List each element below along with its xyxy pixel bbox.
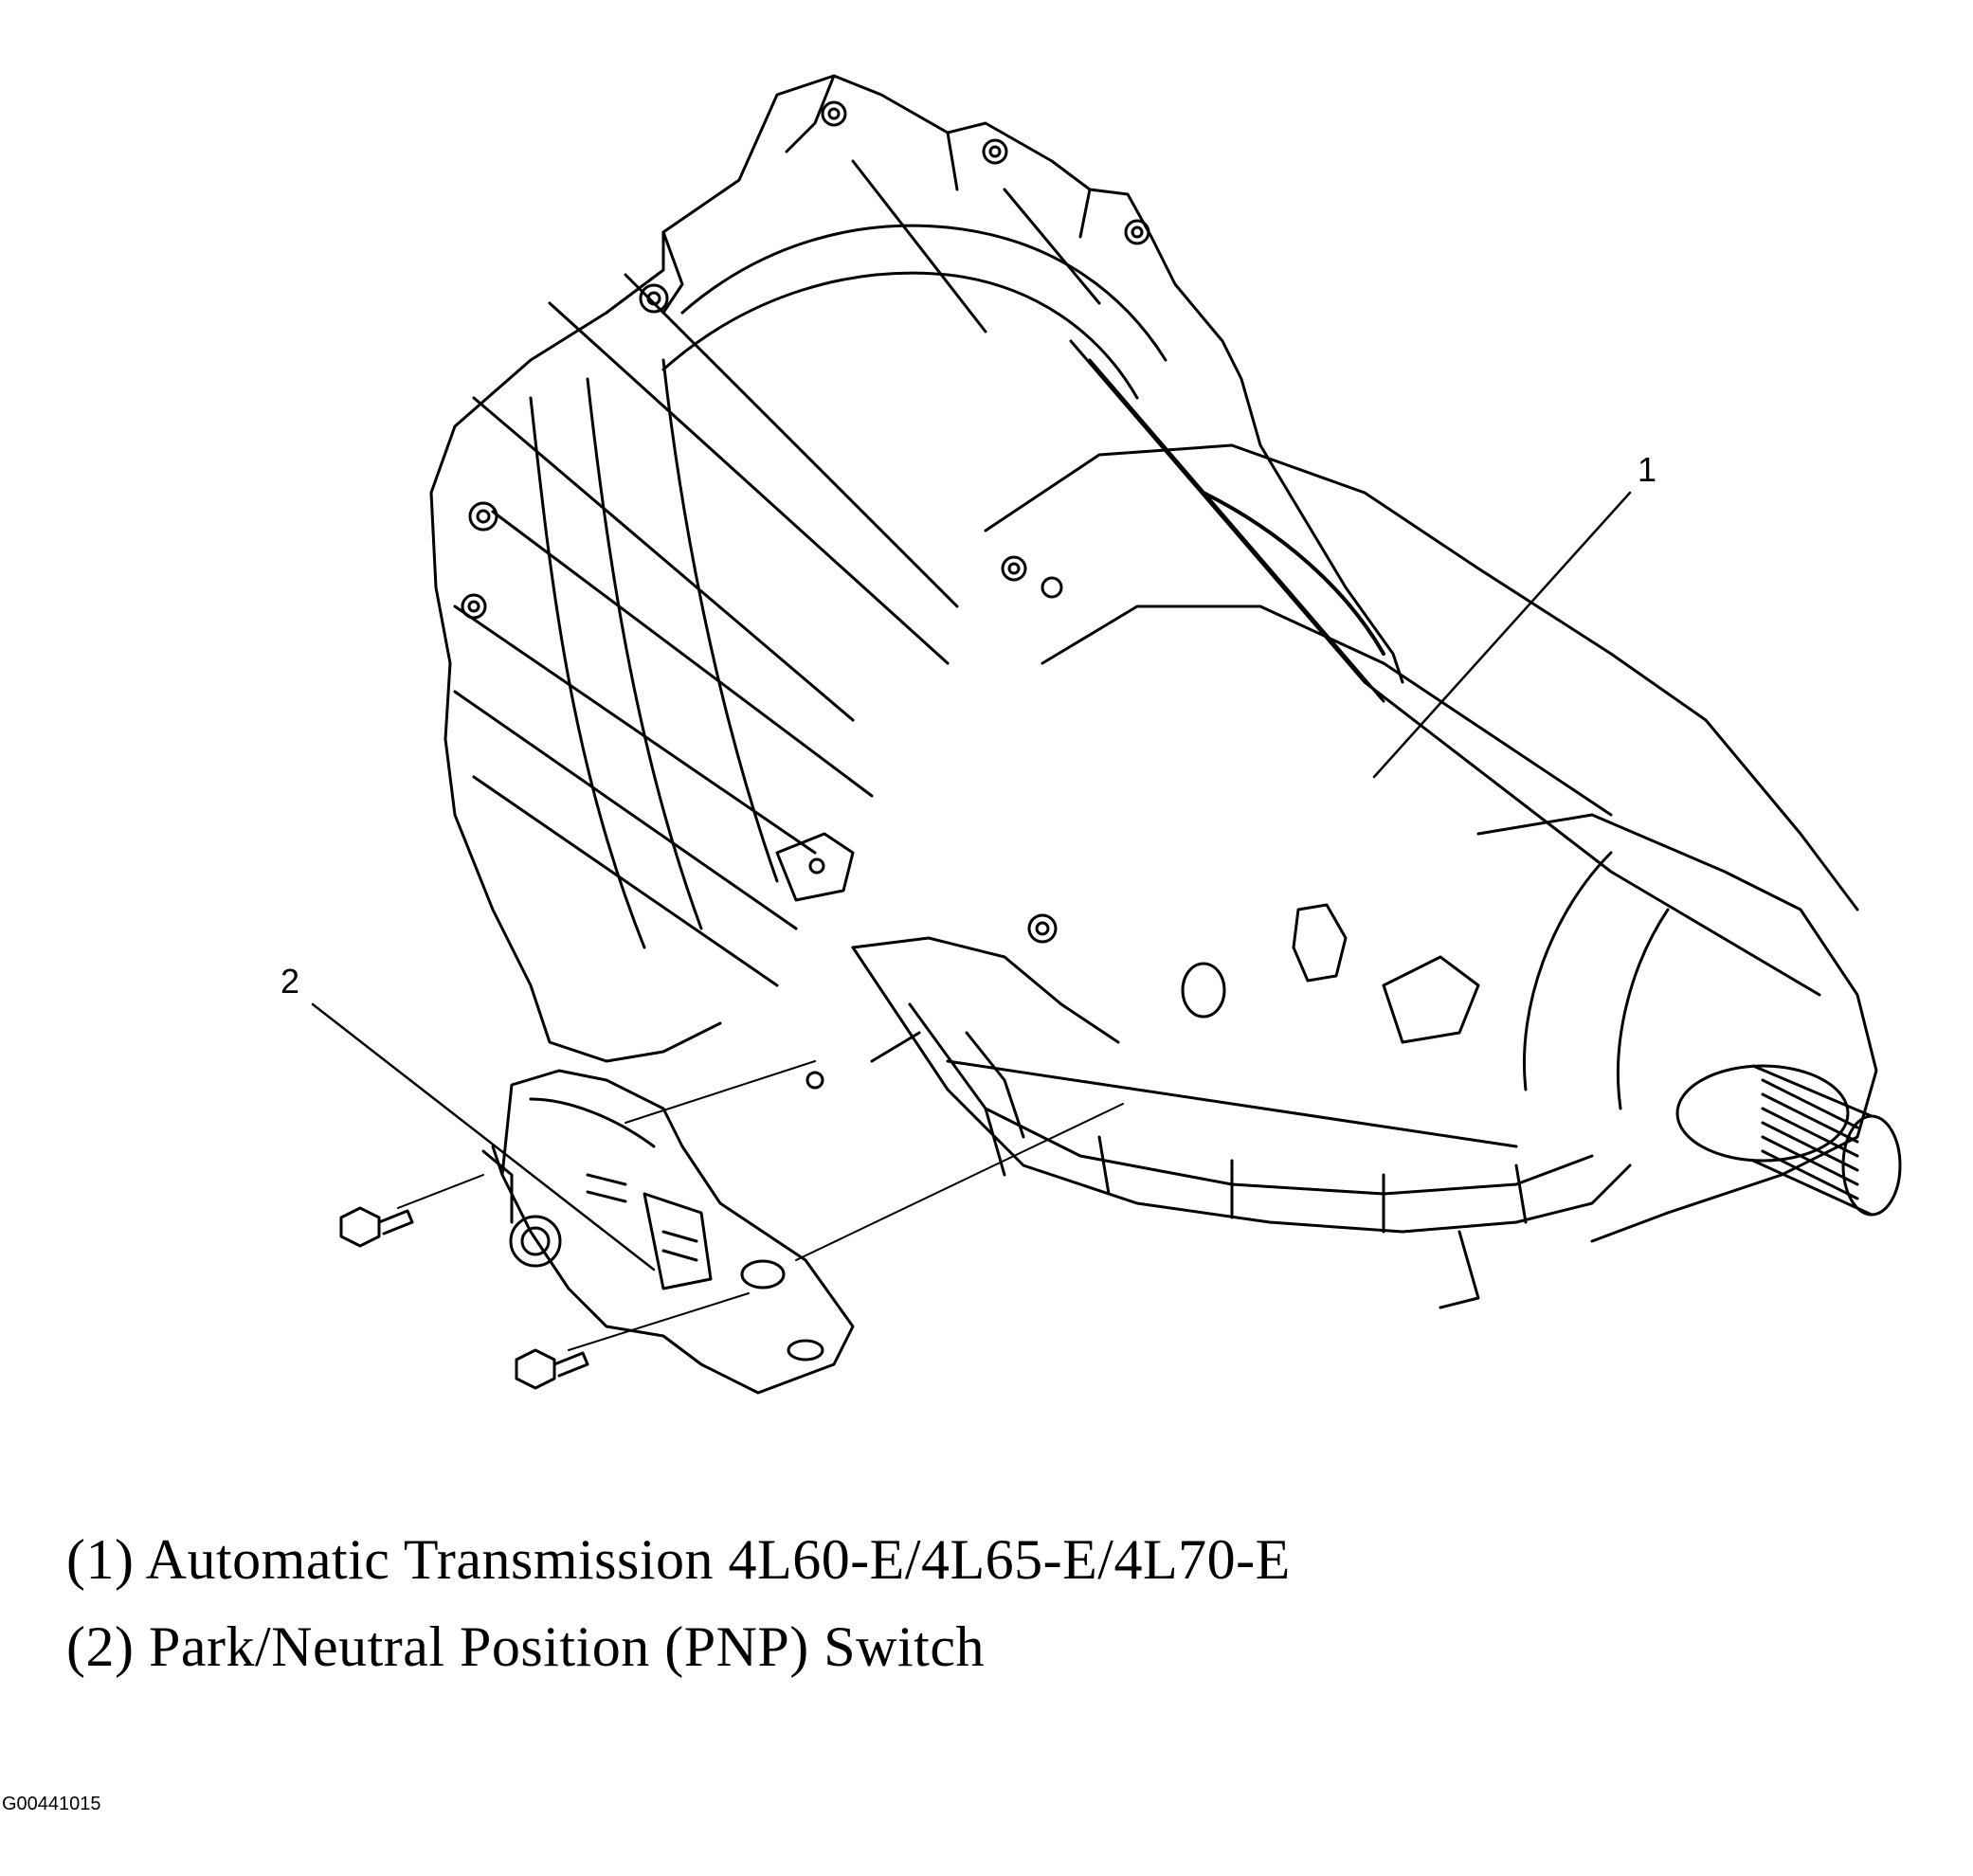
leader-line-2 — [311, 1002, 656, 1272]
callout-number-2: 2 — [281, 962, 300, 1001]
alignment-line-lower — [795, 1103, 1124, 1261]
transmission-illustration — [311, 74, 1902, 1395]
pnp-switch — [481, 1069, 855, 1395]
bolt-line-lower — [568, 1292, 750, 1351]
legend-item-2: (2) Park/Neutral Position (PNP) Switch — [66, 1615, 985, 1678]
bolt-upper — [339, 1206, 414, 1248]
bolt-lower — [515, 1348, 589, 1390]
legend-item-1: (1) Automatic Transmission 4L60-E/4L65-E… — [66, 1528, 1291, 1591]
legend: (1) Automatic Transmission 4L60-E/4L65-E… — [66, 1516, 1291, 1690]
bolt-line-upper — [397, 1174, 484, 1209]
automatic-transmission — [429, 74, 1902, 1309]
figure-id: G00441015 — [2, 1794, 101, 1814]
callout-number-1: 1 — [1638, 450, 1657, 489]
leader-line-1 — [1372, 491, 1632, 779]
alignment-line-upper — [624, 1060, 816, 1124]
